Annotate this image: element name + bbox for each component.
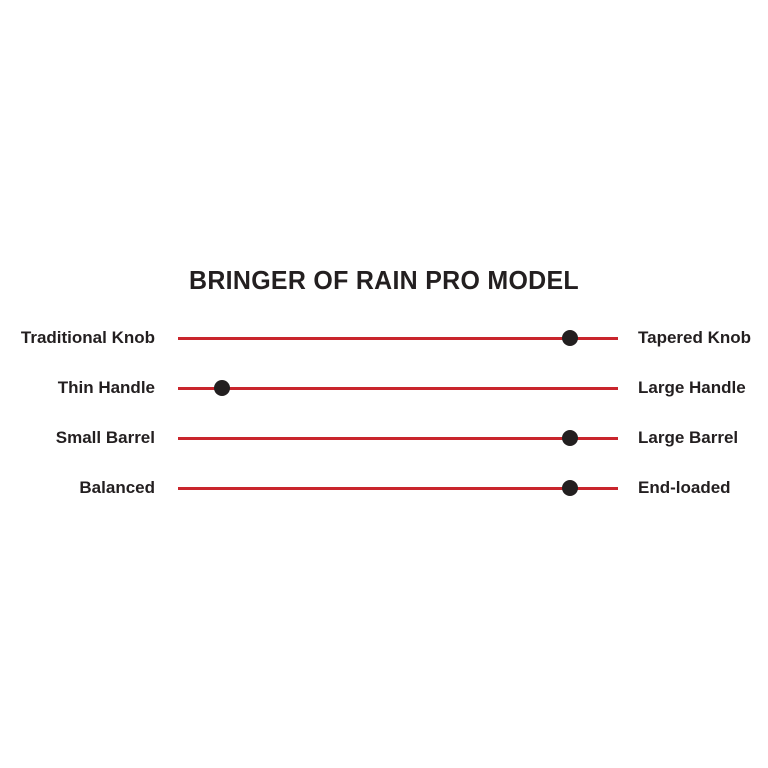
spec-row: Small Barrel Large Barrel <box>0 413 768 463</box>
track-line <box>178 436 618 440</box>
track-line <box>178 336 618 340</box>
spec-dot <box>561 330 578 346</box>
track-line <box>178 386 618 390</box>
spec-left-label: Small Barrel <box>55 428 155 447</box>
spec-rows: Traditional Knob Tapered Knob Thin Handl… <box>0 313 768 513</box>
spec-right-label: Tapered Knob <box>638 328 752 347</box>
spec-row: Thin Handle Large Handle <box>0 363 768 413</box>
page-title: BRINGER OF RAIN PRO MODEL <box>189 265 579 295</box>
spec-row: Traditional Knob Tapered Knob <box>0 313 768 363</box>
spec-row: Balanced End-loaded <box>0 463 768 513</box>
spec-left-label: Thin Handle <box>57 378 155 397</box>
spec-dot <box>214 380 230 396</box>
spec-right-label: End-loaded <box>638 478 731 497</box>
track-line <box>178 486 618 490</box>
spec-right-label: Large Handle <box>638 378 746 397</box>
spec-left-label: Balanced <box>79 478 155 497</box>
spec-dot <box>561 430 578 446</box>
spec-right-label: Large Barrel <box>638 428 739 447</box>
spec-dot <box>561 480 578 496</box>
spec-left-label: Traditional Knob <box>20 328 155 347</box>
